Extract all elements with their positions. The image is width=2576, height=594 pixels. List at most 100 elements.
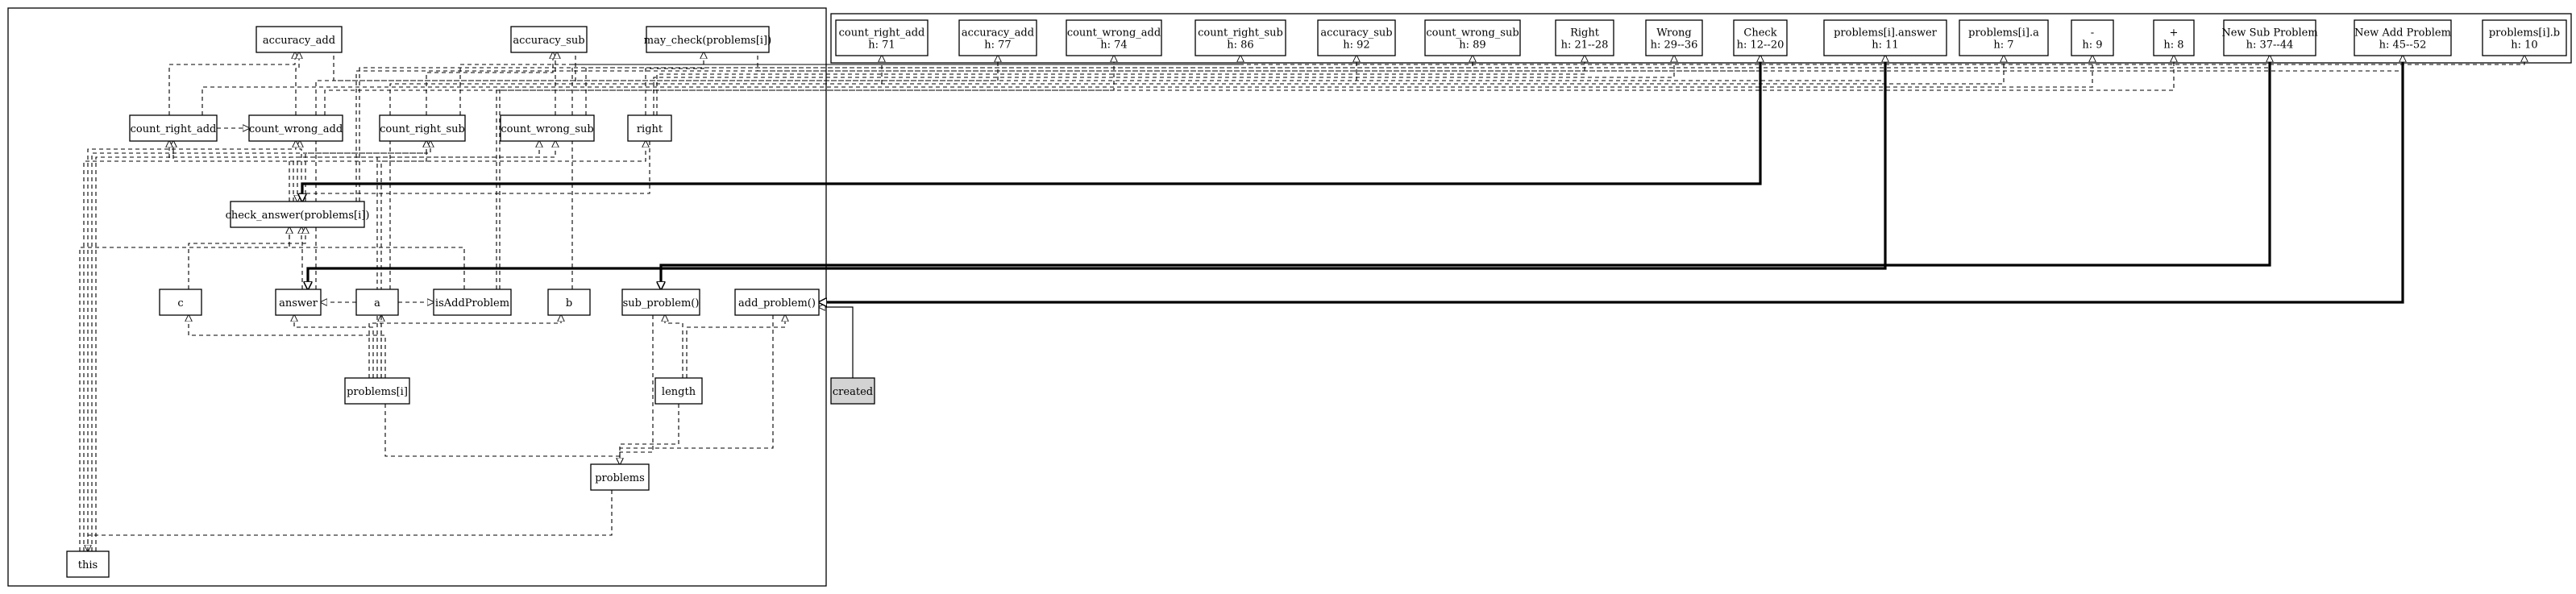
node-ui-plus[interactable]: +h: 8 [2153,19,2195,56]
node-check-answer[interactable]: check_answer(problems[i]) [226,201,370,228]
node-length[interactable]: length [654,377,703,405]
node-this[interactable]: this [66,550,110,578]
node-b[interactable]: b [547,289,591,316]
node-created[interactable]: created [830,377,875,405]
edge-check_answer-to-count_wrong_add [300,141,301,201]
node-ui-b[interactable]: problems[i].bh: 10 [2482,19,2567,56]
edge-problems_i-to-b [368,315,561,378]
node-label: New Add Problem [2354,27,2451,39]
edge-created-to-add_problem [819,307,854,378]
node-count-wrong-sub[interactable]: count_wrong_sub [500,114,595,142]
node-label: this [78,559,98,571]
node-label: h: 8 [2163,39,2183,52]
node-label: accuracy_add [263,35,335,47]
node-label: check_answer(problems[i]) [226,210,370,222]
node-label: problems[i].b [2489,27,2560,39]
node-label: count_wrong_add [249,123,343,135]
node-layer: accuracy_add accuracy_sub may_check(proble… [66,19,2567,578]
edge-answer-to-check_answer [301,227,302,289]
node-problems[interactable]: problems [590,463,650,491]
edge-isAddProblem-to-ui_plus [496,56,2174,289]
node-label: may_check(problems[i]) [644,35,771,47]
node-answer[interactable]: answer [275,289,322,316]
node-label: h: 89 [1459,39,1485,52]
edge-check_answer-to-count_right_add [173,141,298,201]
logic-cluster [7,7,827,587]
node-accuracy-sub[interactable]: accuracy_sub [510,26,588,53]
node-sub-problem[interactable]: sub_problem() [621,289,700,316]
node-label: count_wrong_sub [1426,27,1519,39]
edge-count_wrong_sub-to-ui_count_wrong_sub [585,56,1473,115]
node-label: c [177,297,183,309]
node-label: created [833,386,873,398]
node-label: h: 77 [984,39,1011,52]
node-count-right-add[interactable]: count_right_add [129,114,218,142]
edge-check_answer-to-ui_newadd [355,56,2403,201]
edge-this-to-count_right_sub [91,141,426,551]
cluster-layer [7,7,2572,587]
node-label: h: 11 [1872,39,1898,52]
node-label: answer [279,297,318,309]
node-label: right [637,123,663,135]
ui-cluster [830,13,2572,64]
node-count-wrong-add[interactable]: count_wrong_add [248,114,343,142]
edge-right-to-may_check [645,52,704,115]
node-count-right-sub[interactable]: count_right_sub [379,114,466,142]
edge-accuracy_sub-to-ui_accuracy_sub [575,27,1357,85]
node-add-problem[interactable]: add_problem() [734,289,820,316]
node-label: h: 10 [2511,39,2537,52]
edge-answer-to-ui_answer [315,56,1885,289]
node-may-check[interactable]: may_check(problems[i]) [644,26,771,53]
node-label: problems [595,472,645,484]
edge-this-to-check_answer [79,227,289,551]
node-label: count_right_add [131,123,217,135]
edge-count_right_add-to-accuracy_add [168,52,295,115]
edge-right-to-ui_wrong [653,56,1674,115]
node-isAddProblem[interactable]: isAddProblem [433,289,512,316]
node-label: h: 9 [2082,39,2102,52]
node-right[interactable]: right [627,114,672,142]
node-label: count_wrong_add [1067,27,1161,39]
node-label: New Sub Problem [2221,27,2317,39]
node-label: b [566,297,572,309]
node-label: h: 92 [1343,39,1369,52]
edge-ui_check-to-check_answer [302,56,1762,201]
node-label: length [662,386,696,398]
node-label: h: 7 [1993,39,2013,52]
edge-ui_answer-to-answer [308,56,1887,289]
edge-count_wrong_add-to-accuracy_add [295,52,299,115]
edge-layer [79,27,2524,551]
node-label: problems[i].a [1968,27,2039,39]
edge-count_wrong_sub-to-accuracy_sub [555,52,557,115]
node-accuracy-add[interactable]: accuracy_add [256,26,343,53]
edge-length-to-problems [620,404,679,464]
edge-problems_i-to-problems [384,404,620,464]
node-ui-minus[interactable]: -h: 9 [2071,19,2114,56]
node-label: h: 21--28 [1561,39,1609,52]
node-problems-i[interactable]: problems[i] [344,377,410,405]
node-c[interactable]: c [159,289,202,316]
node-a[interactable]: a [355,289,399,316]
node-label: count_right_sub [380,123,465,135]
node-label: h: 37--44 [2246,39,2294,52]
edge-a-to-ui_a [389,56,2004,289]
edge-ui_newsub-to-sub_problem [661,56,2271,289]
node-label: Right [1570,27,1600,39]
edge-problems_i-to-count_right_add [173,141,378,378]
edge-problems_i-to-c [189,315,386,378]
node-ui-a[interactable]: problems[i].ah: 7 [1959,19,2049,56]
edge-ui_newadd-to-add_problem [819,56,2404,302]
